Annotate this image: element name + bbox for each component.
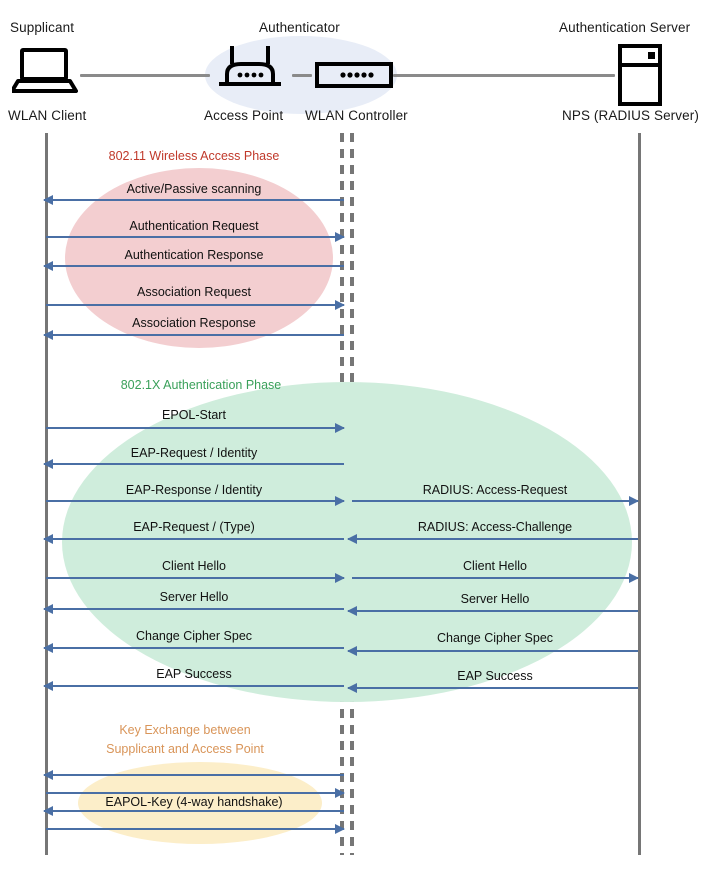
message-arrow [352,496,639,506]
wire-ap-to-controller [292,74,312,77]
message-label: EAP-Request / (Type) [133,520,255,534]
wire-controller-to-server [393,74,615,77]
message-arrow [347,683,638,693]
message-label: Active/Passive scanning [126,182,262,196]
message-arrow [347,534,638,544]
message-label: RADIUS: Access-Challenge [417,520,573,534]
message-arrow [43,681,344,691]
message-arrow [46,496,345,506]
message-arrow [46,423,345,433]
laptop-icon [10,48,78,99]
phase-label-8021x: 802.1X Authentication Phase [120,378,282,392]
message-label: Client Hello [162,559,226,573]
actor-role-supplicant: Supplicant [10,20,75,35]
message-label: Server Hello [460,592,530,606]
actor-device-access-point: Access Point [204,108,284,123]
message-label: EPOL-Start [162,408,226,422]
message-label: Change Cipher Spec [436,631,554,645]
message-arrow [347,646,638,656]
message-label: EAP-Response / Identity [125,483,263,497]
message-arrow [43,806,344,816]
actor-role-authentication-server: Authentication Server [559,20,691,35]
message-arrow [43,261,344,271]
lifeline-supplicant [45,133,48,855]
message-label: Authentication Response [124,248,264,262]
message-arrow [352,573,639,583]
message-label: Server Hello [159,590,229,604]
phase-label-key-exchange-line1: Key Exchange between [119,723,251,737]
message-arrow [43,770,344,780]
actor-device-wlan-client: WLAN Client [8,108,87,123]
message-label: Authentication Request [129,219,259,233]
message-label: Association Request [137,285,251,299]
phase-label-key-exchange-line2: Supplicant and Access Point [106,742,264,756]
message-label: EAP Success [156,667,232,681]
message-label: RADIUS: Access-Request [422,483,568,497]
message-arrow [46,232,345,242]
message-arrow [43,643,344,653]
message-label: EAP Success [457,669,533,683]
access-point-icon [215,44,285,99]
message-arrow [347,606,638,616]
message-label: EAP-Request / Identity [130,446,258,460]
message-arrow [43,604,344,614]
message-arrow [46,300,345,310]
actor-device-nps-radius-server: NPS (RADIUS Server) [562,108,699,123]
phase-label-80211: 802.11 Wireless Access Phase [108,149,280,163]
message-arrow [46,573,345,583]
message-arrow [43,534,344,544]
wlan-controller-icon [315,62,393,93]
lifeline-authentication-server [638,133,641,855]
message-arrow [43,330,344,340]
phase-blob-80211 [65,168,333,348]
actor-device-wlan-controller: WLAN Controller [305,108,408,123]
message-arrow [43,459,344,469]
message-label: Association Response [132,316,256,330]
message-arrow [46,788,345,798]
message-label: Change Cipher Spec [135,629,253,643]
message-arrow [46,824,345,834]
message-label: Client Hello [463,559,527,573]
actor-role-authenticator: Authenticator [259,20,340,35]
server-icon [617,44,663,111]
message-arrow [43,195,344,205]
message-label-eapol-key: EAPOL-Key (4-way handshake) [105,795,283,809]
wire-client-to-ap [80,74,210,77]
